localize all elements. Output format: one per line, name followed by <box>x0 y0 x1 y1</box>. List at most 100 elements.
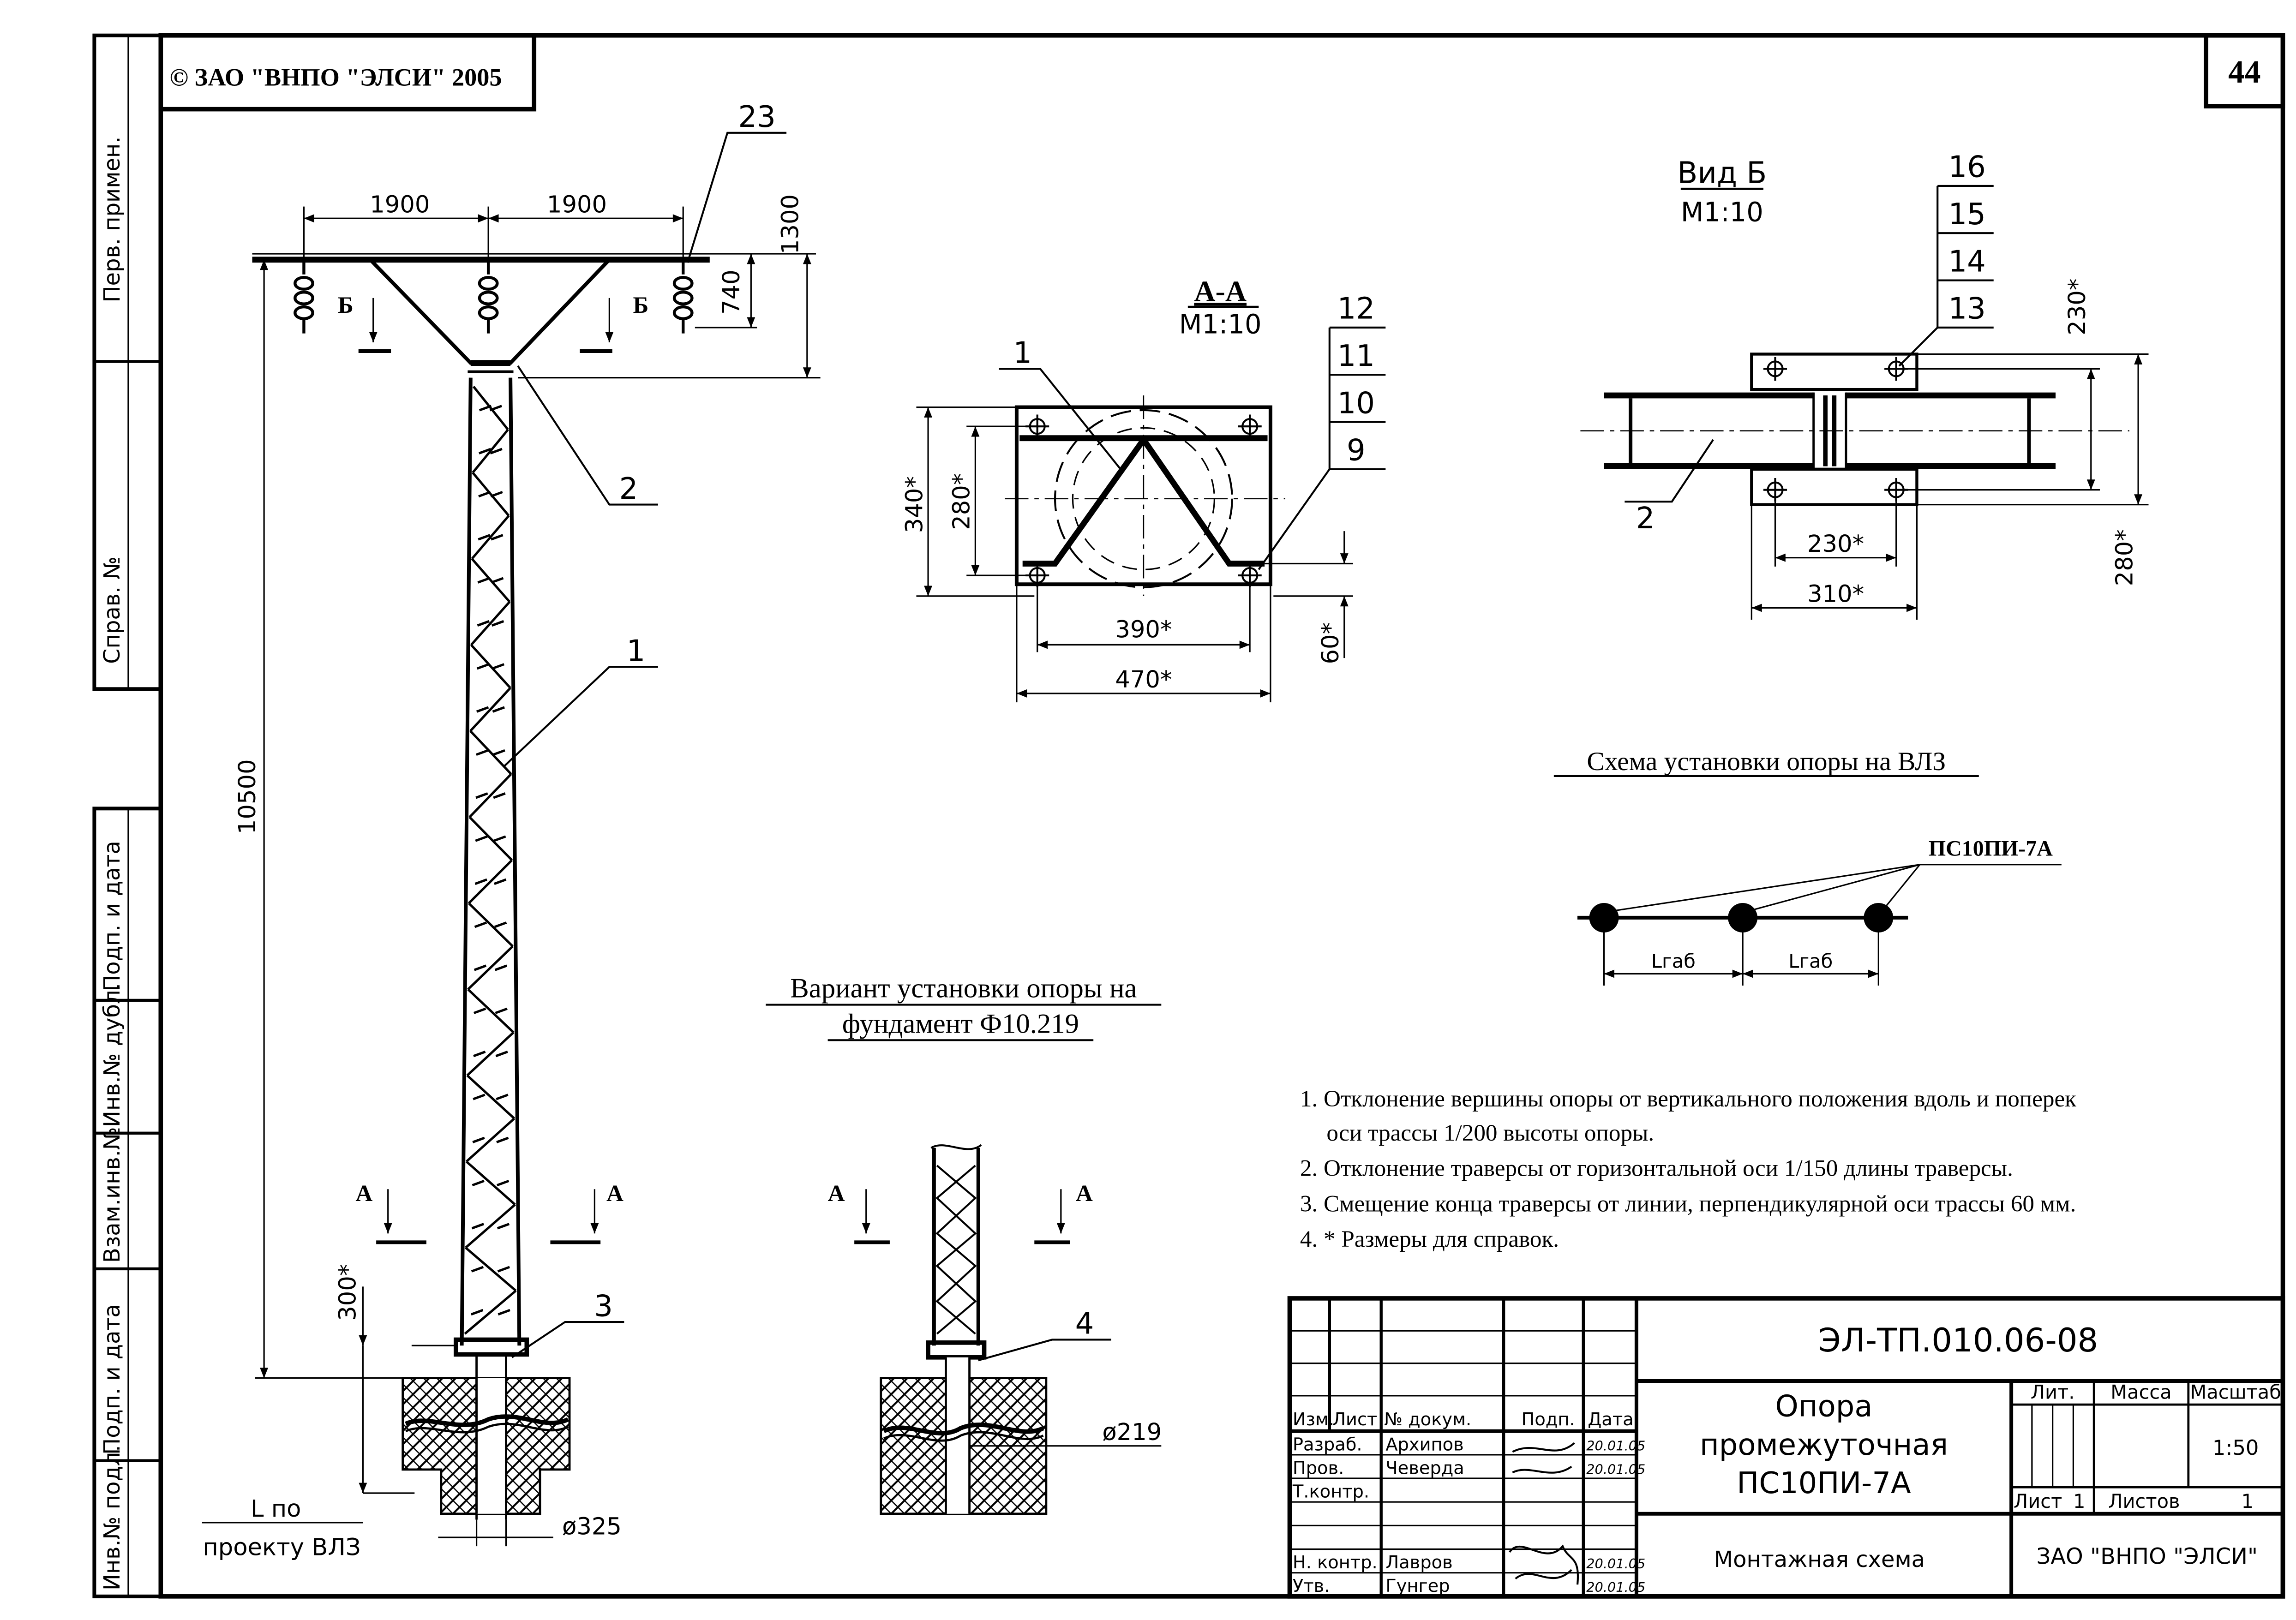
prov-label: Пров. <box>1293 1458 1344 1478</box>
section-aa-dimensions <box>916 406 1353 703</box>
dim-60: 60* <box>1317 622 1344 664</box>
scheme-title: Схема установки опоры на ВЛЗ <box>1587 747 1946 776</box>
drawing-name-2: промежуточная <box>1700 1428 1948 1462</box>
sheet-number: 44 <box>2228 54 2260 90</box>
installation-scheme: Схема установки опоры на ВЛЗ ПС10ПИ-7А L… <box>1553 747 2062 986</box>
section-aa-callout-10: 10 <box>1337 386 1375 420</box>
dim-280-vertical: 280* <box>2111 529 2138 586</box>
col-data: Дата <box>1588 1409 1633 1430</box>
note-3: 3. Смещение конца траверсы от линии, пер… <box>1300 1190 2076 1217</box>
dim-340: 340* <box>901 476 928 533</box>
view-b-drawing <box>1580 353 2129 506</box>
section-aa-title: А-А <box>1194 275 1247 307</box>
drawing-name-3: ПС10ПИ-7А <box>1737 1466 1911 1500</box>
section-a-mark-left: А <box>355 1180 372 1207</box>
copyright-text: © ЗАО "ВНПО "ЭЛСИ" 2005 <box>169 63 502 91</box>
view-b-callout-13: 13 <box>1948 292 1986 326</box>
variant-section-right: А <box>1076 1180 1093 1207</box>
section-aa-scale: М1:10 <box>1179 309 1262 340</box>
view-b-callout-15: 15 <box>1948 197 1986 232</box>
callout-3: 3 <box>594 1289 613 1323</box>
stamp-vzam-inv: Взам.инв.№ <box>99 1127 125 1263</box>
utv-label: Утв. <box>1293 1576 1330 1596</box>
title-block <box>1287 1296 2285 1599</box>
variant-foundation: Вариант установки опоры на фундамент Ф10… <box>766 973 1162 1515</box>
notes: 1. Отклонение вершины опоры от вертикаль… <box>1300 1086 2076 1252</box>
note-4: 4. * Размеры для справок. <box>1300 1226 1559 1252</box>
stamp-perv-primen: Перв. примен. <box>99 137 125 303</box>
col-doc: № докум. <box>1384 1409 1471 1430</box>
insulator-right <box>672 259 694 334</box>
variant-title-2: фундамент Ф10.219 <box>842 1008 1079 1039</box>
scheme-pole-2 <box>1728 903 1758 933</box>
view-b-title: Вид Б <box>1677 156 1767 191</box>
col-podp: Подп. <box>1522 1409 1575 1430</box>
section-aa-leaders <box>999 326 1386 570</box>
stamp-podp-data-1: Подп. и дата <box>99 841 125 992</box>
razrab-label: Разраб. <box>1293 1434 1362 1455</box>
dim-230-vertical: 230* <box>2064 278 2091 335</box>
main-view-section-labels: Б Б А А <box>338 292 648 1207</box>
view-b-callout-2: 2 <box>1636 502 1655 536</box>
scheme-pole-1 <box>1589 903 1619 933</box>
callout-2: 2 <box>619 472 638 506</box>
main-view-section-marks <box>358 298 614 1244</box>
dim-1300: 1300 <box>777 194 804 254</box>
section-aa-callout-12: 12 <box>1337 292 1375 326</box>
scheme-pole-3 <box>1864 903 1894 933</box>
sheet-frame <box>92 33 2285 1599</box>
view-b-dimensions <box>1750 353 2149 620</box>
section-aa-drawing <box>1005 395 1285 596</box>
main-pole-view <box>252 253 816 1520</box>
dim-half-span-left: 1900 <box>370 191 430 218</box>
sheet-number-box: 44 <box>2204 33 2285 109</box>
scale-value: 1:50 <box>2212 1435 2259 1460</box>
date-utv: 20.01.05 <box>1586 1579 1645 1595</box>
note-1: 1. Отклонение вершины опоры от вертикаль… <box>1300 1086 2076 1112</box>
note-1-cont: оси трассы 1/200 высоты опоры. <box>1326 1120 1654 1146</box>
dim-310-horizontal: 310* <box>1807 581 1864 608</box>
stamp-inv-dubl: Инв.№ дубл. <box>99 983 125 1127</box>
stamp-podp-data-2: Подп. и дата <box>99 1304 125 1455</box>
view-b-callout-14: 14 <box>1948 245 1986 279</box>
doc-code: ЭЛ-ТП.010.06-08 <box>1818 1321 2098 1359</box>
scale-label: Масштаб <box>2190 1381 2281 1403</box>
stamp-inv-podl: Инв.№ подл. <box>99 1445 125 1590</box>
note-2: 2. Отклонение траверсы от горизонтальной… <box>1300 1155 2013 1182</box>
col-izm: Изм. <box>1293 1409 1334 1430</box>
view-b-mark-left: Б <box>338 292 354 318</box>
variant-section-left: А <box>828 1180 845 1207</box>
copyright-box: © ЗАО "ВНПО "ЭЛСИ" 2005 <box>158 33 537 112</box>
drawing-name-1: Опора <box>1775 1390 1873 1424</box>
view-b-leaders <box>1625 185 1994 503</box>
main-view-dim-text: 1900 1900 740 1300 10500 300* ø325 L по … <box>203 191 804 1561</box>
date-prov: 20.01.05 <box>1586 1461 1645 1477</box>
main-view-leaders <box>502 132 787 1358</box>
prov-name: Чеверда <box>1385 1458 1464 1478</box>
nkontr-label: Н. контр. <box>1293 1552 1378 1573</box>
doc-type: Монтажная схема <box>1714 1547 1925 1572</box>
dim-half-span-right: 1900 <box>547 191 607 218</box>
lit-label: Лит. <box>2031 1381 2075 1403</box>
date-nkontr: 20.01.05 <box>1586 1556 1645 1572</box>
scheme-label: ПС10ПИ-7А <box>1929 837 2053 861</box>
callout-1: 1 <box>627 634 646 669</box>
section-a-mark-right: А <box>606 1180 623 1207</box>
date-razrab: 20.01.05 <box>1586 1438 1645 1453</box>
view-b-scale: М1:10 <box>1681 197 1763 228</box>
section-aa-text: А-А М1:10 340* 280* 390* 470* 60* 1 12 1… <box>901 275 1375 693</box>
dim-470: 470* <box>1115 666 1172 693</box>
dim-390: 390* <box>1115 616 1172 643</box>
view-b-callout-16: 16 <box>1948 150 1986 185</box>
variant-dia219: ø219 <box>1102 1419 1162 1446</box>
dim-height: 10500 <box>234 759 261 834</box>
sheet-label: Лист <box>2014 1490 2062 1512</box>
dim-740: 740 <box>718 269 745 315</box>
section-aa-callout-11: 11 <box>1337 339 1375 373</box>
insulator-left <box>294 259 314 334</box>
sheets-value: 1 <box>2242 1490 2254 1512</box>
depth-label-1: L по <box>251 1495 301 1523</box>
tkontr-label: Т.контр. <box>1292 1482 1369 1502</box>
view-b-mark-right: Б <box>633 292 649 318</box>
